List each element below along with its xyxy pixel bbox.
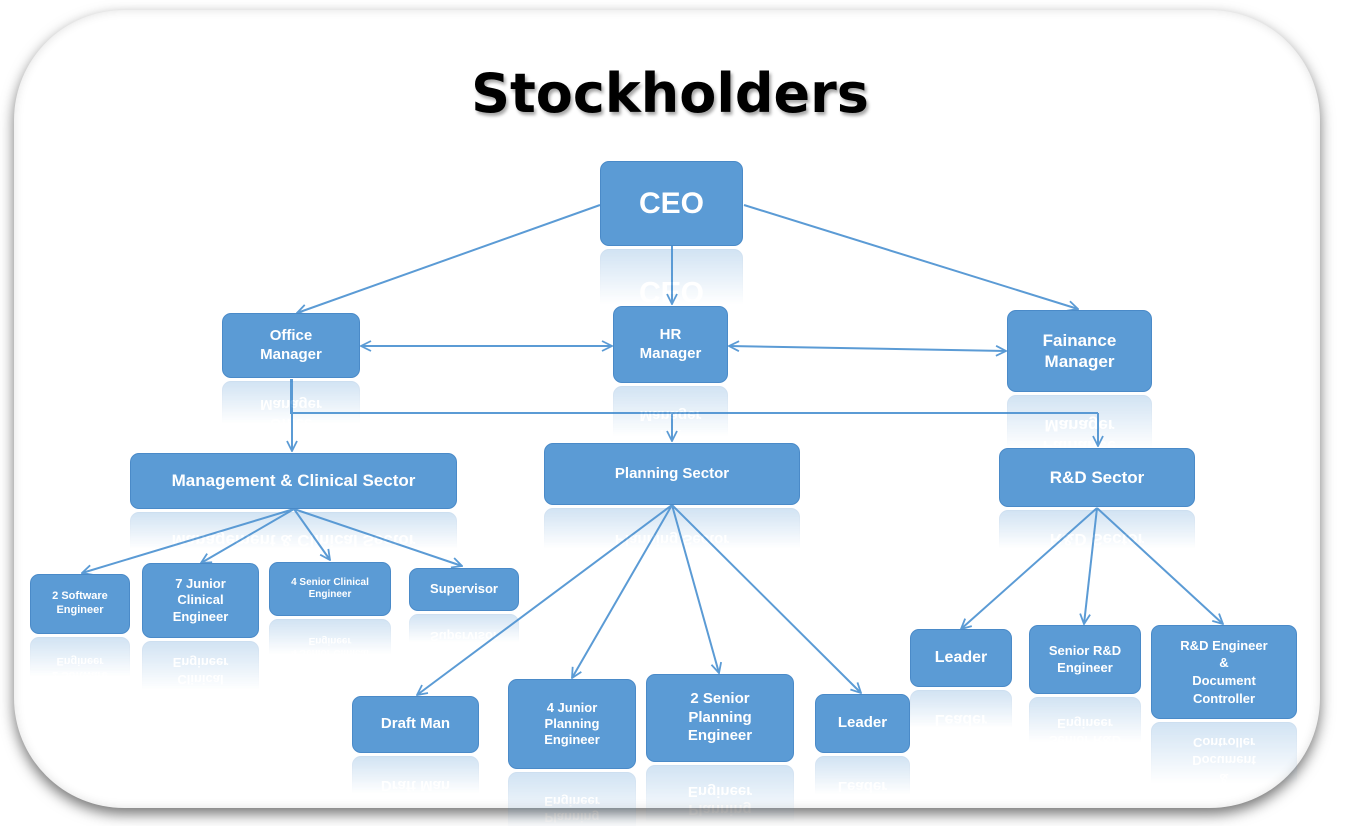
node-junior-clinical-engineer: 7 Junior Clinical Engineer xyxy=(142,563,259,638)
node-office-manager: Office Manager xyxy=(222,313,360,378)
edge-hr-finance xyxy=(729,346,1006,351)
node-senior-planning-engineer: 2 Senior Planning Engineer xyxy=(646,674,794,762)
page-title: Stockholders xyxy=(471,62,869,125)
node-rd-leader: Leader xyxy=(910,629,1012,687)
node-ceo: CEO xyxy=(600,161,743,246)
edge-mgmt-supervisor xyxy=(293,508,462,566)
edge-rd-senior xyxy=(1084,507,1098,624)
node-supervisor: Supervisor xyxy=(409,568,519,611)
edge-planning-draftman xyxy=(417,504,673,695)
node-rd-sector: R&D Sector xyxy=(999,448,1195,507)
edge-rd-engineer xyxy=(1096,507,1223,624)
edge-rd-leader xyxy=(961,507,1098,629)
edge-planning-senior xyxy=(671,504,719,673)
node-planning-sector: Planning Sector xyxy=(544,443,800,505)
node-senior-rd-engineer: Senior R&D Engineer xyxy=(1029,625,1141,694)
node-hr-manager: HR Manager xyxy=(613,306,728,383)
node-planning-leader: Leader xyxy=(815,694,910,753)
edge-planning-leader xyxy=(671,504,861,693)
edge-mgmt-software xyxy=(82,508,295,573)
node-draft-man: Draft Man xyxy=(352,696,479,753)
edge-ceo-finance xyxy=(743,204,1078,309)
node-management-clinical-sector: Management & Clinical Sector xyxy=(130,453,457,509)
edge-mgmt-junior-clinical xyxy=(201,508,295,563)
node-senior-clinical-engineer: 4 Senior Clinical Engineer xyxy=(269,562,391,616)
node-junior-planning-engineer: 4 Junior Planning Engineer xyxy=(508,679,636,769)
node-finance-manager: Fainance Manager xyxy=(1007,310,1152,392)
edge-planning-junior xyxy=(572,504,673,678)
edge-office-bus xyxy=(290,379,1098,414)
node-software-engineer: 2 Software Engineer xyxy=(30,574,130,634)
edge-mgmt-senior-clinical xyxy=(293,508,330,560)
node-rd-engineer-doc-controller: R&D Engineer & Document Controller xyxy=(1151,625,1297,719)
edge-ceo-office xyxy=(297,204,601,313)
